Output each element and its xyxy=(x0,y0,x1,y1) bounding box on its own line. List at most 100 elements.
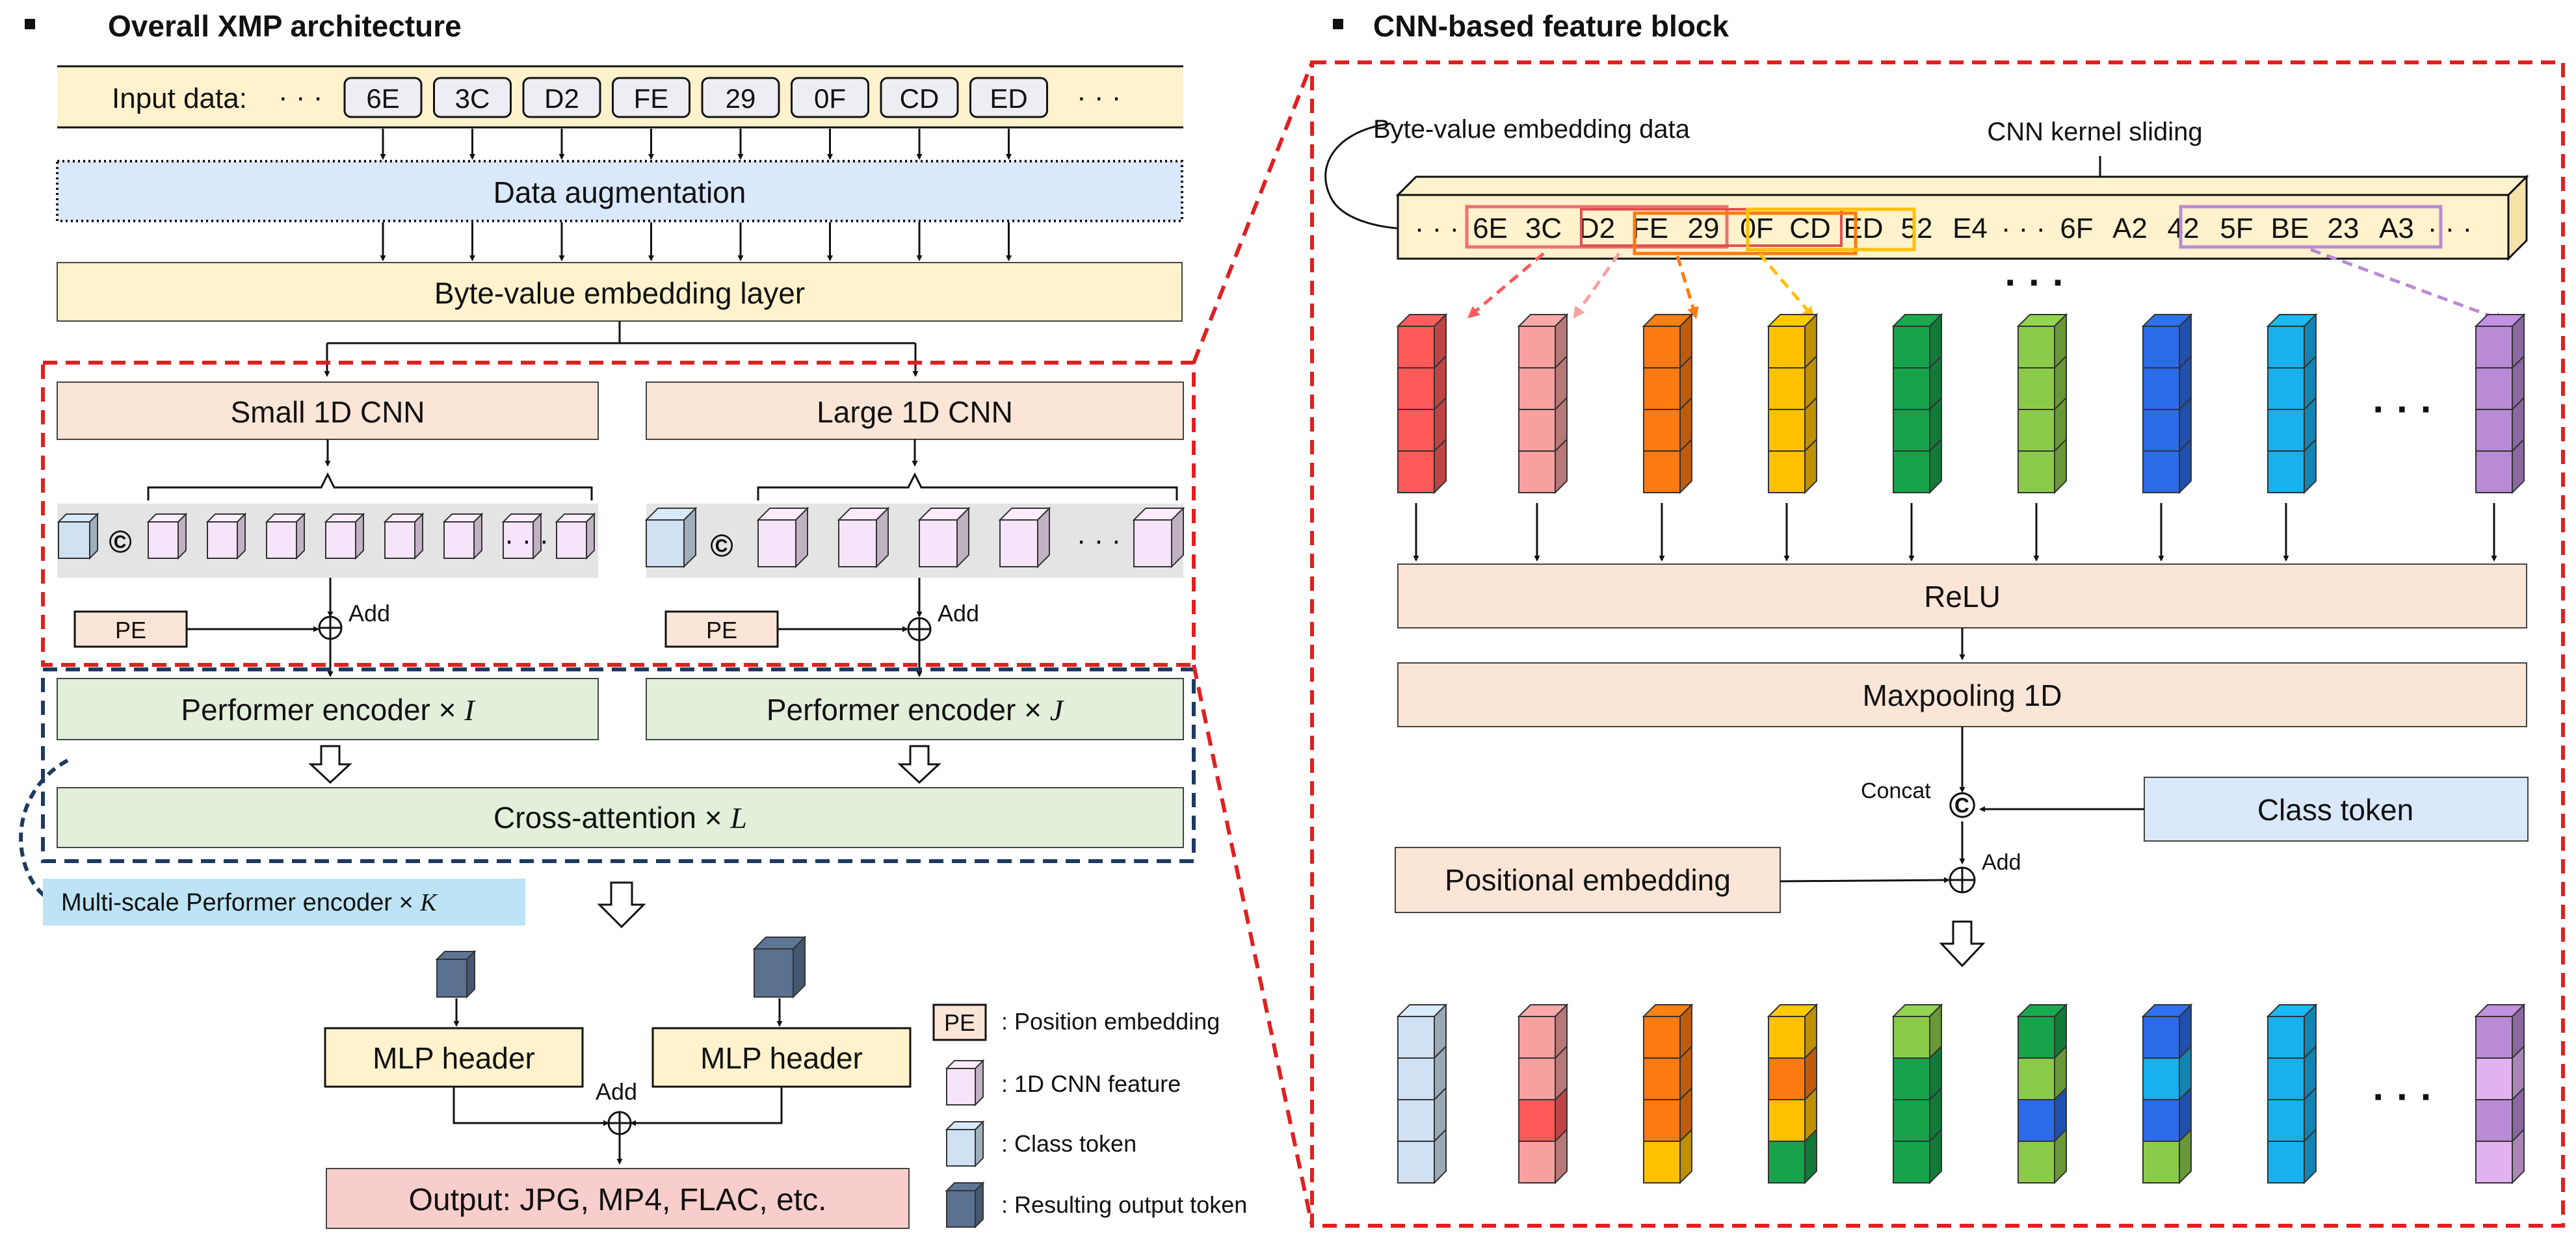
mlp-header-right-label: MLP header xyxy=(700,1041,863,1075)
hollow-arrow-right xyxy=(1939,920,1986,968)
input-byte-label: FE xyxy=(634,83,669,114)
legend-cnn-feature-icon xyxy=(945,1059,985,1107)
left-title: Overall XMP architecture xyxy=(108,9,462,43)
arrows-to-embedding xyxy=(380,222,1012,261)
performer-j-label: Performer encoder × J xyxy=(767,693,1065,727)
relu-label: ReLU xyxy=(1924,580,2001,614)
data-augmentation-label: Data augmentation xyxy=(493,175,746,209)
arrows-to-augmentation xyxy=(380,129,1012,160)
large-cnn-tokens xyxy=(644,506,1185,569)
embedding-byte: ED xyxy=(1843,213,1883,244)
output-feature-column xyxy=(2474,1003,2526,1185)
left-title-bullet xyxy=(25,19,35,29)
cross-attention-box xyxy=(57,787,1184,848)
embedding-byte: 52 xyxy=(1901,213,1933,244)
embedding-byte: D2 xyxy=(1579,213,1615,244)
class-token-box xyxy=(2144,777,2529,842)
output-label: Output: JPG, MP4, FLAC, etc. xyxy=(409,1183,827,1217)
output-feature-column xyxy=(2266,1003,2318,1185)
input-byte-box xyxy=(522,77,601,118)
output-feature-column xyxy=(1891,1003,1943,1185)
embedding-byte: E4 xyxy=(1952,213,1988,244)
small-cnn-box xyxy=(57,382,599,440)
right-add-label: Add xyxy=(1982,850,2021,875)
small-cnn-feature-token xyxy=(501,512,543,560)
input-byte-label: 0F xyxy=(814,83,846,114)
small-cnn-feature-token xyxy=(555,512,596,560)
feature-column xyxy=(2016,313,2068,495)
legend-class-label: : Class token xyxy=(1001,1130,1137,1157)
concat-symbol: © xyxy=(1949,784,1975,825)
feature-column xyxy=(2474,313,2526,495)
large-cnn-label: Large 1D CNN xyxy=(817,395,1013,429)
small-cnn-feature-token xyxy=(383,512,425,560)
embedding-byte: 6E xyxy=(1473,213,1508,244)
feature-column xyxy=(1642,313,1694,495)
embedding-data-label: Byte-value embedding data xyxy=(1373,115,1690,144)
input-byte-box xyxy=(880,77,959,118)
feature-block-frame xyxy=(1310,60,2565,1228)
embedding-byte: 29 xyxy=(1688,213,1720,244)
output-feature-column xyxy=(1396,1003,1448,1185)
input-byte-box xyxy=(433,77,512,118)
hollow-arrow-multiscale xyxy=(597,881,646,929)
legend: PE : Position embedding : 1D CNN feature… xyxy=(932,1003,1247,1229)
embedding-byte: 0F xyxy=(1740,213,1773,244)
small-cnn-feature-token xyxy=(265,512,306,560)
input-byte-box xyxy=(969,77,1048,118)
legend-output-label: : Resulting output token xyxy=(1001,1191,1247,1218)
small-cnn-tokens xyxy=(57,512,596,560)
legend-class-token-icon xyxy=(945,1120,985,1168)
embedding-byte: · · · xyxy=(1415,213,1459,244)
kernel-arrow-1 xyxy=(1467,252,1545,318)
relu-box xyxy=(1397,563,2527,628)
hollow-arrow-i xyxy=(308,745,352,784)
multiscale-label: Multi-scale Performer encoder × K xyxy=(61,889,438,916)
feature-column xyxy=(1396,313,1448,495)
input-byte-label: D2 xyxy=(544,83,579,114)
embedding-byte: CD xyxy=(1789,213,1831,244)
output-feature-columns xyxy=(1396,1003,2526,1185)
right-title: CNN-based feature block xyxy=(1373,9,1729,43)
mlp-header-left-box xyxy=(324,1027,584,1088)
small-add-label: Add xyxy=(348,600,390,627)
feature-column xyxy=(2266,313,2318,495)
cross-attention-label: Cross-attention × L xyxy=(493,801,747,835)
large-cnn-feature-token xyxy=(998,506,1051,569)
input-byte-box xyxy=(791,77,869,118)
small-output-token xyxy=(435,950,477,999)
feature-dots-mid: · · · xyxy=(2372,387,2433,431)
output-feature-column xyxy=(2141,1003,2193,1185)
performer-j-box xyxy=(646,678,1184,740)
small-concat-symbol: © xyxy=(109,525,131,560)
input-ellipsis-right: · · · xyxy=(1077,81,1121,113)
legend-output-token-icon xyxy=(945,1181,985,1229)
input-byte-box xyxy=(343,77,423,118)
large-pe-label: PE xyxy=(706,617,737,643)
legend-pe-symbol xyxy=(932,1003,987,1041)
embedding-layer-label: Byte-value embedding layer xyxy=(434,276,805,310)
multiscale-label-box xyxy=(43,879,525,925)
kernel-window-last xyxy=(2179,205,2443,249)
input-data-label: Input data: xyxy=(112,83,247,114)
large-concat-symbol: © xyxy=(710,529,733,563)
kernel-window-3 xyxy=(1633,211,1858,255)
embedding-byte: 3C xyxy=(1525,213,1562,244)
input-byte-label: ED xyxy=(990,83,1027,114)
zoom-guide-bottom xyxy=(1192,664,1314,1226)
feature-column xyxy=(1767,313,1819,495)
small-cnn-label: Small 1D CNN xyxy=(230,395,425,429)
legend-pe-symbol-text: PE xyxy=(944,1009,975,1036)
large-cnn-box xyxy=(646,382,1184,440)
legend-pe-label: : Position embedding xyxy=(1001,1008,1220,1035)
hollow-arrow-j xyxy=(897,745,941,784)
embedding-byte: 6F xyxy=(2060,213,2093,244)
kernel-window-4 xyxy=(1746,207,1916,252)
large-cnn-feature-token xyxy=(837,506,890,569)
kernel-sliding-label: CNN kernel sliding xyxy=(1987,118,2202,146)
performer-i-label: Performer encoder × I xyxy=(181,693,476,727)
small-cnn-feature-token xyxy=(205,512,247,560)
large-token-strip xyxy=(646,504,1183,578)
